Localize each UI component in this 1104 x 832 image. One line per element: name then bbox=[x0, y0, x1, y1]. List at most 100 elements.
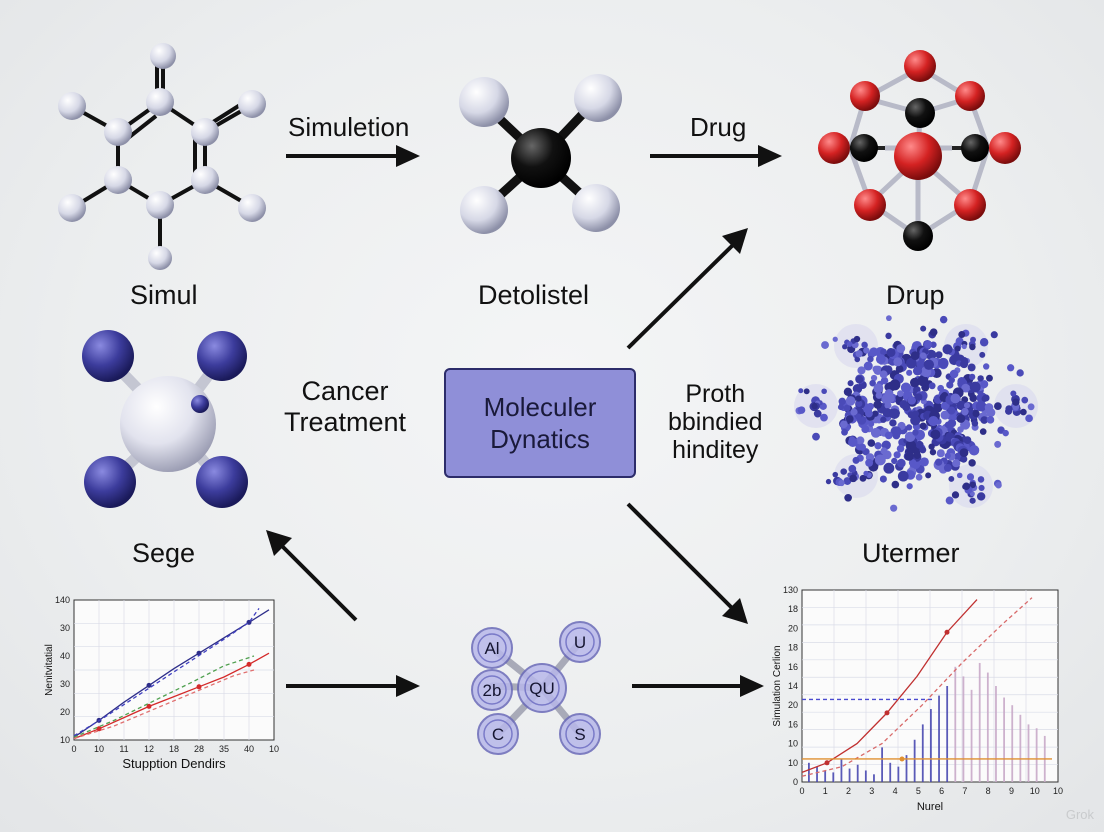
cluster-particle bbox=[847, 380, 854, 387]
cluster-particle bbox=[968, 445, 980, 456]
cluster-particle bbox=[910, 351, 920, 361]
chart-y-tick-label: 14 bbox=[788, 681, 798, 691]
cluster-particle bbox=[797, 406, 806, 414]
cluster-particle bbox=[890, 504, 898, 512]
cluster-particle bbox=[855, 375, 864, 384]
cluster-particle bbox=[880, 447, 888, 455]
cancer-text-line2: Treatment bbox=[284, 407, 407, 437]
right-text-line3: hinditey bbox=[672, 436, 759, 464]
chart-data-point bbox=[944, 629, 950, 635]
cluster-particle bbox=[945, 496, 954, 505]
cluster-particle bbox=[873, 400, 882, 409]
cluster-particle bbox=[875, 392, 883, 399]
cluster-particle bbox=[865, 458, 874, 467]
chart-y-tick-label: 20 bbox=[788, 623, 798, 633]
molecule-atom-label: C bbox=[492, 725, 504, 744]
cluster-particle bbox=[925, 472, 932, 479]
cluster-particle bbox=[856, 436, 865, 445]
cluster-particle bbox=[939, 315, 948, 324]
chart-y-tick-label: 40 bbox=[60, 651, 70, 661]
chart-x-tick-label: 1 bbox=[823, 786, 828, 796]
chart-y-tick-label: 140 bbox=[55, 595, 70, 605]
cluster-particle bbox=[954, 345, 961, 352]
arrow-up-right-icon bbox=[626, 228, 748, 350]
cluster-particle bbox=[935, 351, 943, 359]
chart-bar bbox=[848, 768, 851, 782]
cluster-particle bbox=[969, 343, 976, 351]
chart-bar bbox=[881, 747, 883, 782]
cluster-particle bbox=[962, 483, 968, 490]
cluster-particle bbox=[853, 335, 861, 343]
cluster-particle bbox=[874, 442, 882, 450]
chart-y-tick-label: 30 bbox=[60, 679, 70, 689]
cluster-particle bbox=[944, 421, 952, 429]
cluster-particle bbox=[875, 354, 886, 365]
cluster-particle bbox=[865, 409, 873, 418]
blue-white-molecule-icon bbox=[82, 330, 248, 508]
cluster-particle bbox=[977, 476, 985, 483]
cluster-particle bbox=[879, 475, 887, 483]
cluster-particle bbox=[832, 471, 839, 478]
cluster-particle bbox=[912, 429, 919, 436]
chart-series-line bbox=[73, 669, 255, 740]
chart-bar bbox=[946, 686, 949, 782]
cluster-particle bbox=[840, 420, 848, 429]
cluster-particle bbox=[883, 462, 895, 474]
cluster-particle bbox=[958, 331, 966, 338]
hexagon-molecule-icon bbox=[58, 43, 266, 270]
cluster-particle bbox=[977, 375, 984, 382]
chart-x-tick-label: 28 bbox=[194, 744, 204, 754]
chart-x-tick-label: 7 bbox=[962, 786, 967, 796]
cluster-particle bbox=[976, 492, 986, 501]
chart-bar bbox=[1003, 697, 1005, 782]
chart-bar bbox=[889, 762, 892, 782]
cluster-particle bbox=[868, 420, 875, 427]
cluster-particle bbox=[1016, 369, 1024, 377]
cluster-particle bbox=[863, 347, 870, 354]
cluster-particle bbox=[990, 331, 998, 339]
chart-bar bbox=[962, 676, 965, 782]
chart-bar bbox=[808, 762, 810, 782]
right-text-line2: bbindied bbox=[668, 408, 763, 436]
cluster-particle bbox=[1021, 396, 1029, 404]
cluster-particle bbox=[956, 400, 967, 411]
arrow-up-left-icon bbox=[266, 530, 358, 622]
cluster-particle bbox=[906, 483, 913, 490]
cluster-particle bbox=[861, 341, 868, 348]
chart-y-axis-label: Simulation Cerlion bbox=[772, 645, 783, 726]
cluster-particle bbox=[961, 343, 967, 350]
cluster-particle bbox=[846, 341, 853, 347]
chart-x-tick-label: 3 bbox=[869, 786, 874, 796]
cluster-particle bbox=[912, 410, 920, 418]
cluster-particle bbox=[952, 459, 961, 468]
chart-x-tick-label: 18 bbox=[169, 744, 179, 754]
cluster-particle bbox=[923, 359, 935, 370]
chart-bar bbox=[913, 739, 916, 782]
chart-bar bbox=[1027, 724, 1030, 782]
cluster-particle bbox=[863, 361, 873, 371]
cluster-particle bbox=[891, 480, 900, 489]
chart-x-tick-label: 35 bbox=[219, 744, 229, 754]
cluster-particle bbox=[961, 383, 971, 393]
cluster-particle bbox=[874, 454, 886, 466]
cluster-particle bbox=[983, 363, 990, 370]
cluster-particle bbox=[951, 491, 960, 499]
cluster-particle bbox=[969, 497, 976, 504]
cluster-particle bbox=[946, 381, 954, 389]
molecule-sphere-inner bbox=[565, 719, 595, 749]
chart-data-point bbox=[824, 760, 830, 766]
label-mid-right: Utermer bbox=[862, 538, 960, 568]
cluster-particle bbox=[979, 338, 989, 347]
cluster-particle bbox=[928, 415, 939, 427]
cluster-particle bbox=[913, 451, 921, 459]
cluster-particle bbox=[980, 380, 989, 389]
chart-bar bbox=[1019, 714, 1022, 782]
chart-bar bbox=[864, 770, 867, 782]
chart-data-point bbox=[884, 710, 890, 716]
cluster-particle bbox=[895, 365, 904, 373]
cluster-particle bbox=[929, 448, 937, 456]
cluster-particle bbox=[980, 416, 988, 424]
chart-y-tick-label: 18 bbox=[788, 604, 798, 614]
cluster-particle bbox=[947, 406, 956, 415]
cluster-particle bbox=[967, 363, 976, 372]
